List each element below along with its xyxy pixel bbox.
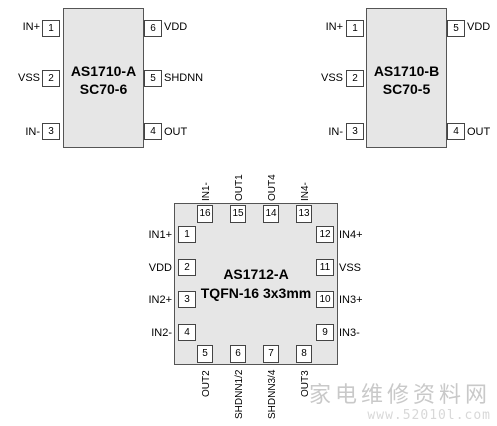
pin-label: VDD xyxy=(148,262,172,274)
pin-label: IN3+ xyxy=(339,294,363,306)
pin-number: 5 xyxy=(197,345,213,363)
pin-label: OUT xyxy=(467,126,491,138)
pin-label: OUT xyxy=(164,126,188,138)
chip-name: AS1712-A xyxy=(223,266,289,282)
pin-number: 2 xyxy=(178,259,196,276)
pin-label: VDD xyxy=(467,21,491,33)
pin-label: IN+ xyxy=(325,21,343,33)
watermark: 家电维修资料网 www.52010l.com xyxy=(308,383,491,423)
pin-number: 5 xyxy=(144,70,162,87)
pin-number: 3 xyxy=(346,123,364,140)
chip-name: AS1710-A xyxy=(70,63,137,79)
pin-number: 1 xyxy=(42,20,60,37)
pin-label: IN- xyxy=(328,126,343,138)
pin-number: 12 xyxy=(316,226,334,243)
chip-body xyxy=(174,203,338,365)
pin-label: IN2- xyxy=(151,327,172,339)
pin-label: SHDNN1/2 xyxy=(234,369,245,419)
pin-number: 9 xyxy=(316,324,334,341)
pin-number: 1 xyxy=(178,226,196,243)
pin-label: VSS xyxy=(339,262,362,274)
watermark-text: 家电维修资料网 xyxy=(308,383,491,408)
pin-number: 7 xyxy=(263,345,279,363)
pin-label: IN4+ xyxy=(339,229,363,241)
pin-number: 4 xyxy=(144,123,162,140)
watermark-url: www.52010l.com xyxy=(367,408,491,423)
pin-number: 6 xyxy=(230,345,246,363)
pin-label: SHDNN xyxy=(164,72,204,84)
pin-label: IN+ xyxy=(22,21,40,33)
chip-package: TQFN-16 3x3mm xyxy=(200,285,312,301)
pin-label: SHDNN3/4 xyxy=(267,369,278,419)
chip-name: AS1710-B xyxy=(373,63,440,79)
pin-number: 6 xyxy=(144,20,162,37)
chip-body xyxy=(366,8,447,148)
pin-label: IN2+ xyxy=(148,294,172,306)
chip-body xyxy=(63,8,144,148)
pin-number: 4 xyxy=(178,324,196,341)
pin-label: OUT1 xyxy=(234,174,245,201)
pin-number: 2 xyxy=(42,70,60,87)
pin-number: 11 xyxy=(316,259,334,276)
pin-number: 16 xyxy=(197,205,213,223)
pin-label: OUT2 xyxy=(201,370,212,397)
pin-number: 10 xyxy=(316,291,334,308)
pin-number: 2 xyxy=(346,70,364,87)
pin-number: 3 xyxy=(42,123,60,140)
pin-label: IN3- xyxy=(339,327,360,339)
pin-label: IN- xyxy=(25,126,40,138)
chip-package: SC70-5 xyxy=(382,81,431,97)
pin-number: 3 xyxy=(178,291,196,308)
pin-label: IN1+ xyxy=(148,229,172,241)
pin-label: VSS xyxy=(320,72,343,84)
pin-number: 15 xyxy=(230,205,246,223)
pin-label: IN1- xyxy=(201,182,212,201)
chip-package: SC70-6 xyxy=(79,81,128,97)
pin-number: 4 xyxy=(447,123,465,140)
pin-number: 8 xyxy=(296,345,312,363)
pin-label: VDD xyxy=(164,21,188,33)
pin-number: 14 xyxy=(263,205,279,223)
pin-number: 5 xyxy=(447,20,465,37)
pin-label: IN4- xyxy=(300,182,311,201)
pin-number: 1 xyxy=(346,20,364,37)
pin-label: VSS xyxy=(17,72,40,84)
pin-label: OUT4 xyxy=(267,174,278,201)
pin-number: 13 xyxy=(296,205,312,223)
